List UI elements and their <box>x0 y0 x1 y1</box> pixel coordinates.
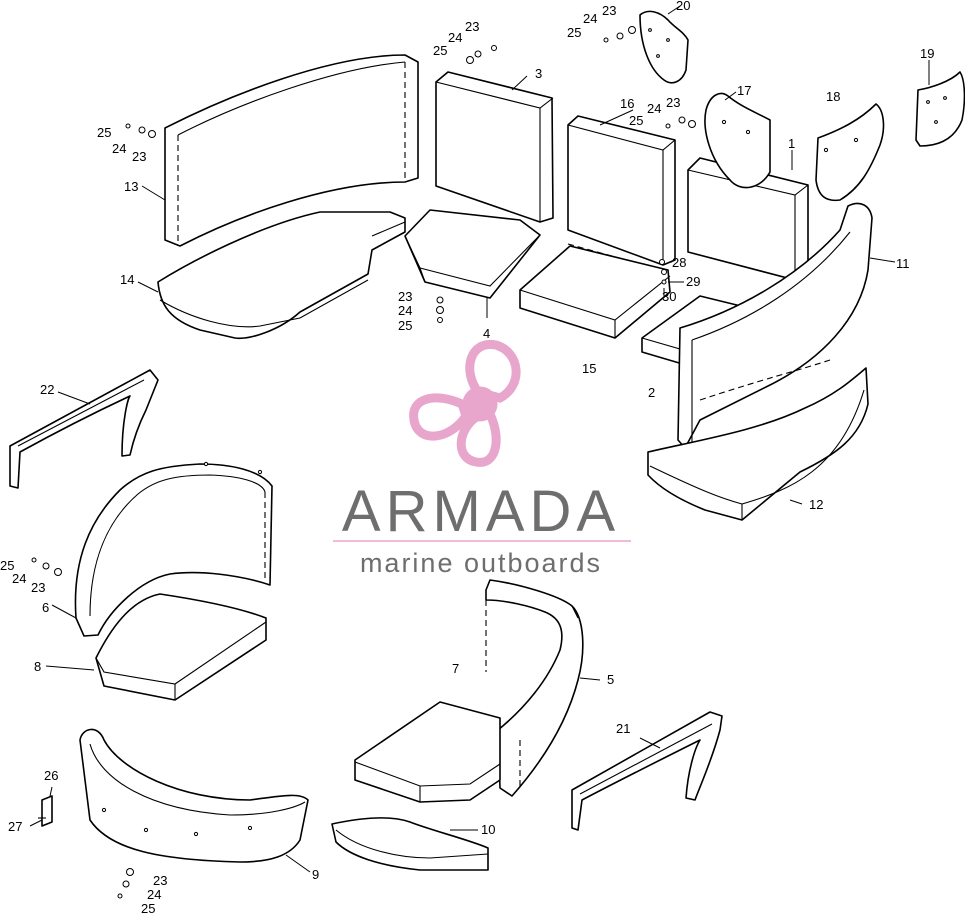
part-4-seat <box>404 209 541 299</box>
part-14-seat-base <box>157 211 406 340</box>
callout-29: 29 <box>686 274 700 289</box>
callout-20: 20 <box>676 0 690 13</box>
callout-24-left: 24 <box>112 141 126 156</box>
part-9-front-panel <box>79 728 309 863</box>
part-17-headrest-panel <box>704 92 771 189</box>
hardware-top-left <box>125 123 156 138</box>
callout-23-part6: 23 <box>31 580 45 595</box>
callout-6: 6 <box>42 600 49 615</box>
callout-5: 5 <box>607 672 614 687</box>
hardware-part-28-29-30 <box>659 259 667 285</box>
callout-25-left: 25 <box>97 125 111 140</box>
callout-21: 21 <box>616 721 630 736</box>
part-10-sector-base <box>331 817 489 871</box>
callout-24-part9: 24 <box>147 887 161 902</box>
part-15-seat-cushion <box>519 245 671 339</box>
part-21-trim-panel <box>571 711 723 831</box>
callout-30: 30 <box>662 289 676 304</box>
part-22-trim-panel <box>9 369 159 489</box>
hardware-part-6 <box>31 557 62 576</box>
callout-26: 26 <box>44 768 58 783</box>
propeller-logo-icon <box>409 340 521 467</box>
callout-23-part20: 23 <box>602 3 616 18</box>
callout-24-part20: 24 <box>583 11 597 26</box>
leader-lines <box>29 5 930 873</box>
callout-22: 22 <box>40 382 54 397</box>
callout-1: 1 <box>788 136 795 151</box>
callout-25-part16: 25 <box>629 113 643 128</box>
callout-3: 3 <box>535 66 542 81</box>
part-13-backrest <box>164 54 419 247</box>
hardware-top-center <box>466 45 497 64</box>
callout-16: 16 <box>620 96 634 111</box>
callout-24-part6: 24 <box>12 571 26 586</box>
callout-17: 17 <box>737 83 751 98</box>
callout-11: 11 <box>896 256 910 271</box>
part-11-side-backrest <box>677 202 873 449</box>
callout-27: 27 <box>8 819 22 834</box>
part-20-bracket-panel <box>639 10 689 84</box>
part-6-backrest <box>74 461 273 637</box>
part-7-seat <box>354 701 501 803</box>
callout-24-top: 24 <box>448 30 462 45</box>
callout-23-part4: 23 <box>398 289 412 304</box>
part-5-backrest <box>485 579 584 797</box>
callout-labels: 1 2 3 4 5 6 7 8 9 10 11 12 13 14 15 16 1… <box>0 0 934 914</box>
callout-4: 4 <box>483 326 490 341</box>
watermark-brand-name: ARMADA <box>342 479 620 544</box>
callout-2: 2 <box>648 385 655 400</box>
callout-9: 9 <box>312 867 319 882</box>
callout-19: 19 <box>920 46 934 61</box>
callout-24-part4: 24 <box>398 303 412 318</box>
callout-7: 7 <box>452 661 459 676</box>
callout-23-part9: 23 <box>153 873 167 888</box>
hardware-part-20 <box>603 26 636 43</box>
part-18-headrest-panel <box>815 103 885 202</box>
callout-25-part4: 25 <box>398 318 412 333</box>
hardware-part-4 <box>436 296 444 323</box>
part-3-backrest <box>435 71 554 223</box>
callout-23-top: 23 <box>465 19 479 34</box>
callout-13: 13 <box>124 179 138 194</box>
callout-25-part20: 25 <box>567 25 581 40</box>
part-19-bracket-panel <box>915 71 965 147</box>
callout-25-part6: 25 <box>0 558 14 573</box>
callout-15: 15 <box>582 361 596 376</box>
hardware-part-9 <box>117 868 134 899</box>
hardware-part-16 <box>665 116 696 129</box>
part-12-curved-base <box>647 367 869 521</box>
watermark-tagline: marine outboards <box>360 548 602 578</box>
callout-24-part16: 24 <box>647 101 661 116</box>
callout-12: 12 <box>809 497 823 512</box>
callout-14: 14 <box>120 272 134 287</box>
callout-28: 28 <box>672 255 686 270</box>
callout-25-part9: 25 <box>141 901 155 914</box>
callout-18: 18 <box>826 89 840 104</box>
part-8-seat <box>95 593 267 701</box>
callout-23-part16: 23 <box>666 95 680 110</box>
callout-23-left: 23 <box>132 149 146 164</box>
callout-25-top: 25 <box>433 43 447 58</box>
callout-10: 10 <box>481 822 495 837</box>
part-26-clip <box>38 795 53 827</box>
callout-8: 8 <box>34 659 41 674</box>
